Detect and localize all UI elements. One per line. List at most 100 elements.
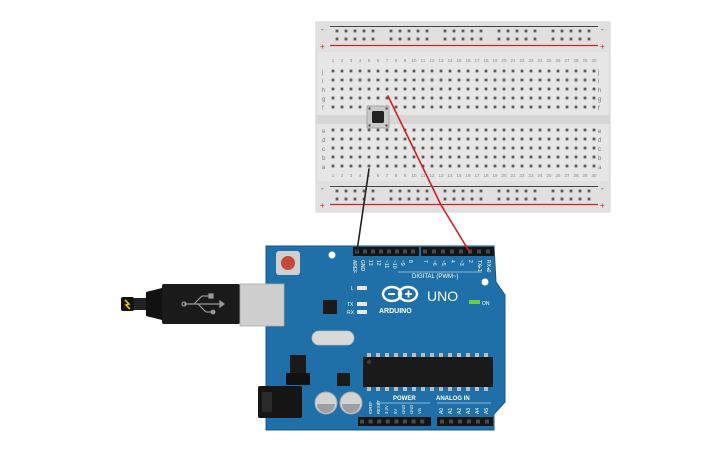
breadboard-hole[interactable] [421, 96, 425, 100]
breadboard-hole[interactable] [403, 96, 407, 100]
header-pin[interactable] [467, 419, 471, 424]
header-pin[interactable] [368, 419, 373, 424]
breadboard-hole[interactable] [448, 69, 452, 73]
header-pin[interactable] [371, 249, 375, 254]
breadboard-hole[interactable] [331, 155, 335, 159]
breadboard-hole[interactable] [416, 189, 420, 193]
breadboard-hole[interactable] [448, 128, 452, 132]
breadboard-hole[interactable] [538, 128, 542, 132]
breadboard-hole[interactable] [358, 146, 362, 150]
breadboard-hole[interactable] [331, 96, 335, 100]
breadboard-hole[interactable] [493, 96, 497, 100]
breadboard-hole[interactable] [551, 29, 555, 33]
breadboard-hole[interactable] [367, 69, 371, 73]
arduino-uno-board[interactable]: L TX RX ON ARDUINO UNO AREF GND 13 12 ~1… [121, 245, 506, 431]
breadboard-hole[interactable] [385, 78, 389, 82]
breadboard-hole[interactable] [529, 146, 533, 150]
breadboard-hole[interactable] [340, 128, 344, 132]
breadboard-hole[interactable] [362, 189, 366, 193]
breadboard-hole[interactable] [479, 29, 483, 33]
breadboard-hole[interactable] [331, 128, 335, 132]
breadboard-hole[interactable] [394, 87, 398, 91]
breadboard-hole[interactable] [353, 189, 357, 193]
usb-cable[interactable] [121, 283, 285, 327]
breadboard-hole[interactable] [538, 146, 542, 150]
breadboard-hole[interactable] [529, 155, 533, 159]
breadboard-hole[interactable] [421, 146, 425, 150]
breadboard-hole[interactable] [547, 69, 551, 73]
breadboard-hole[interactable] [340, 105, 344, 109]
breadboard-holes[interactable] [331, 29, 596, 201]
breadboard-hole[interactable] [475, 137, 479, 141]
breadboard-hole[interactable] [376, 146, 380, 150]
breadboard-hole[interactable] [475, 155, 479, 159]
breadboard-hole[interactable] [497, 37, 501, 41]
breadboard-hole[interactable] [583, 69, 587, 73]
breadboard-hole[interactable] [416, 197, 420, 201]
breadboard-hole[interactable] [520, 164, 524, 168]
breadboard-hole[interactable] [385, 69, 389, 73]
breadboard-hole[interactable] [448, 87, 452, 91]
header-pin[interactable] [485, 419, 489, 424]
breadboard-hole[interactable] [367, 128, 371, 132]
breadboard-hole[interactable] [385, 137, 389, 141]
breadboard-hole[interactable] [421, 128, 425, 132]
breadboard-hole[interactable] [430, 146, 434, 150]
breadboard-hole[interactable] [502, 164, 506, 168]
breadboard-hole[interactable] [439, 69, 443, 73]
header-pin[interactable] [394, 419, 399, 424]
breadboard-hole[interactable] [335, 29, 339, 33]
breadboard-hole[interactable] [574, 137, 578, 141]
breadboard-hole[interactable] [578, 37, 582, 41]
breadboard-hole[interactable] [592, 146, 596, 150]
breadboard-hole[interactable] [578, 197, 582, 201]
breadboard-hole[interactable] [394, 128, 398, 132]
breadboard-hole[interactable] [385, 128, 389, 132]
breadboard-hole[interactable] [592, 78, 596, 82]
breadboard-hole[interactable] [587, 37, 591, 41]
breadboard[interactable]: - + - + - + - + j i h g f e d c b a j i … [315, 21, 611, 213]
breadboard-hole[interactable] [443, 37, 447, 41]
breadboard-hole[interactable] [457, 78, 461, 82]
breadboard-hole[interactable] [412, 69, 416, 73]
breadboard-hole[interactable] [403, 105, 407, 109]
breadboard-hole[interactable] [497, 29, 501, 33]
breadboard-hole[interactable] [475, 164, 479, 168]
breadboard-hole[interactable] [457, 69, 461, 73]
breadboard-hole[interactable] [556, 146, 560, 150]
breadboard-hole[interactable] [331, 137, 335, 141]
header-pin[interactable] [360, 419, 364, 424]
breadboard-hole[interactable] [592, 164, 596, 168]
breadboard-hole[interactable] [574, 69, 578, 73]
breadboard-hole[interactable] [443, 29, 447, 33]
breadboard-hole[interactable] [412, 137, 416, 141]
breadboard-hole[interactable] [412, 164, 416, 168]
breadboard-hole[interactable] [529, 137, 533, 141]
breadboard-hole[interactable] [403, 155, 407, 159]
breadboard-hole[interactable] [448, 146, 452, 150]
breadboard-hole[interactable] [569, 189, 573, 193]
breadboard-hole[interactable] [538, 137, 542, 141]
breadboard-hole[interactable] [583, 146, 587, 150]
breadboard-hole[interactable] [520, 69, 524, 73]
breadboard-hole[interactable] [362, 37, 366, 41]
breadboard-hole[interactable] [416, 37, 420, 41]
breadboard-hole[interactable] [358, 155, 362, 159]
breadboard-hole[interactable] [475, 105, 479, 109]
breadboard-hole[interactable] [493, 146, 497, 150]
breadboard-hole[interactable] [547, 128, 551, 132]
breadboard-hole[interactable] [421, 78, 425, 82]
breadboard-hole[interactable] [362, 29, 366, 33]
breadboard-hole[interactable] [371, 197, 375, 201]
breadboard-hole[interactable] [574, 78, 578, 82]
breadboard-hole[interactable] [403, 164, 407, 168]
header-pin[interactable] [379, 249, 383, 254]
breadboard-hole[interactable] [466, 69, 470, 73]
breadboard-hole[interactable] [484, 146, 488, 150]
breadboard-hole[interactable] [574, 105, 578, 109]
header-pin[interactable] [432, 249, 436, 254]
breadboard-hole[interactable] [484, 69, 488, 73]
breadboard-hole[interactable] [457, 87, 461, 91]
breadboard-hole[interactable] [340, 78, 344, 82]
breadboard-hole[interactable] [389, 37, 393, 41]
